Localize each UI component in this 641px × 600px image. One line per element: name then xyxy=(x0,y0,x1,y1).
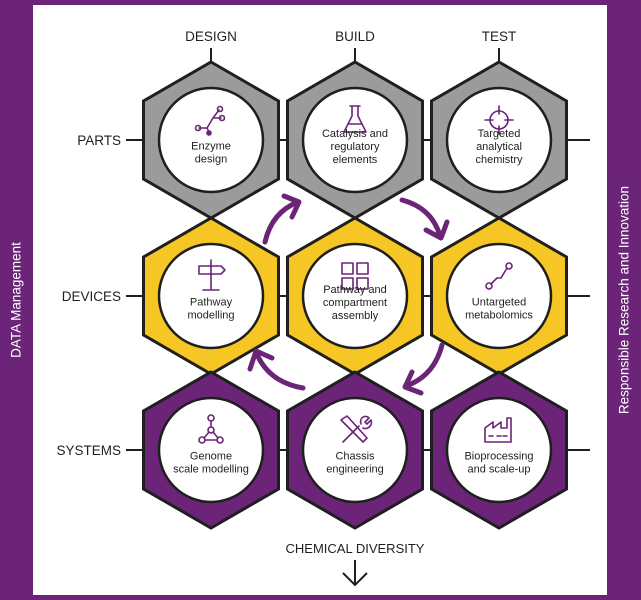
cell-label-line: Targeted xyxy=(478,128,521,140)
column-header-test: TEST xyxy=(482,29,517,44)
cell-label-line: metabolomics xyxy=(465,310,533,322)
cell-label-line: regulatory xyxy=(331,141,380,153)
cell-label-line: elements xyxy=(333,154,378,166)
enzyme-design-icon xyxy=(194,105,226,136)
cell-label-line: compartment xyxy=(323,297,387,309)
row-headers: PARTS DEVICES SYSTEMS xyxy=(56,133,121,458)
cell-circle xyxy=(157,242,265,350)
signpost-icon xyxy=(198,259,226,291)
tools-icon xyxy=(340,415,373,443)
cell-label-line: scale modelling xyxy=(173,464,249,476)
cycle-arrow-curve xyxy=(399,197,443,239)
cell-label-line: chemistry xyxy=(475,154,523,166)
column-header-build: BUILD xyxy=(335,29,375,44)
column-header-design: DESIGN xyxy=(185,29,237,44)
cell-label-line: and scale-up xyxy=(468,464,531,476)
bottom-axis: CHEMICAL DIVERSITY xyxy=(286,541,425,587)
cell-label-line: Bioprocessing xyxy=(464,451,533,463)
cell-label-line: Untargeted xyxy=(472,297,526,309)
row-header-systems: SYSTEMS xyxy=(56,443,121,458)
cell-label-line: modelling xyxy=(187,310,234,322)
cell-label-line: Pathway and xyxy=(323,284,387,296)
flask-icon xyxy=(343,105,367,133)
cell-circle xyxy=(157,396,265,504)
cycle-arrow-head xyxy=(281,193,302,220)
cell-label-line: analytical xyxy=(476,141,522,153)
cycle-arrow-head xyxy=(423,219,450,241)
cell-label-line: Enzyme xyxy=(191,141,231,153)
factory-icon xyxy=(484,417,512,443)
cell-label-line: Pathway xyxy=(190,297,233,309)
crosshair-icon xyxy=(484,105,514,135)
row-header-devices: DEVICES xyxy=(62,289,121,304)
cycle-arrows xyxy=(247,193,450,396)
cell-label-line: Genome xyxy=(190,451,232,463)
grid-squares-icon xyxy=(341,262,369,290)
cell-label-line: assembly xyxy=(332,310,379,322)
cycle-arrow-curve xyxy=(403,342,445,389)
network-icon xyxy=(198,414,224,444)
cell-circle xyxy=(157,86,265,194)
cell-circle xyxy=(301,86,409,194)
row-header-parts: PARTS xyxy=(77,133,121,148)
chemical-diversity-label: CHEMICAL DIVERSITY xyxy=(286,541,425,556)
cycle-arrow-head xyxy=(402,369,424,396)
cell-circle xyxy=(301,242,409,350)
cell-circle xyxy=(445,86,553,194)
cell-label-line: engineering xyxy=(326,464,384,476)
cycle-arrow-curve xyxy=(262,199,301,245)
column-headers: DESIGN BUILD TEST xyxy=(185,29,516,44)
nodes-path-icon xyxy=(485,262,513,290)
cycle-arrow-curve xyxy=(253,349,306,391)
cell-circle xyxy=(445,242,553,350)
cell-label-line: Chassis xyxy=(335,451,375,463)
cell-label-line: Catalysis and xyxy=(322,128,388,140)
down-arrow-head xyxy=(342,572,368,587)
cell-label-line: design xyxy=(195,154,227,166)
cell-circle xyxy=(301,396,409,504)
cycle-arrow-head xyxy=(247,348,275,372)
cell-circle xyxy=(445,396,553,504)
